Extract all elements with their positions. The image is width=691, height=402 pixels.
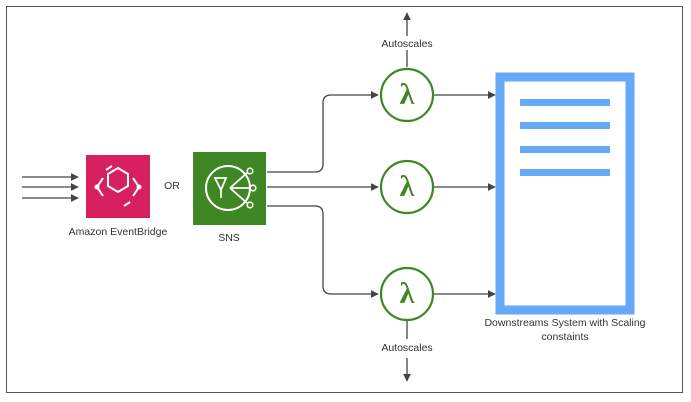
eventbridge-label: Amazon EventBridge [68,226,168,238]
eventbridge-icon [86,155,150,218]
lambda-glyph: λ [400,78,415,111]
document-line [520,146,610,153]
lambda-icon: λ [379,67,435,123]
lambda-glyph: λ [400,170,415,203]
autoscales-bottom-label: Autoscales [381,342,433,354]
lambda-glyph: λ [400,277,415,310]
downstream-system [495,72,635,315]
sns-to-lambda-connectors [267,91,379,298]
connector-top [267,91,379,173]
document-line [520,99,610,106]
incoming-event-arrows [22,173,79,202]
sns-label: SNS [218,232,240,244]
autoscales-top-label: Autoscales [381,38,433,50]
sns-icon [193,152,266,225]
downstream-box [495,72,635,315]
or-label: OR [164,180,180,192]
lambda-icon: λ [379,159,435,215]
downstream-label: Downstreams System with Scaling constain… [484,317,646,343]
lambda-icon: λ [379,266,435,322]
document-line [520,122,610,129]
connector-bottom [267,205,379,298]
document-line [520,169,610,176]
lambda-to-downstream-connectors [433,91,496,298]
